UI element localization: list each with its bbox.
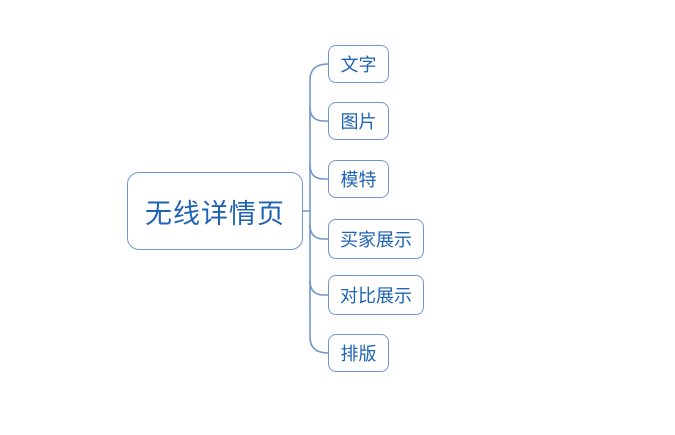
- connector-branch-3: [309, 224, 329, 240]
- child-node-buyer-display[interactable]: 买家展示: [328, 219, 424, 259]
- child-node-label: 排版: [340, 344, 377, 364]
- child-node-model[interactable]: 模特: [328, 160, 389, 198]
- child-node-image[interactable]: 图片: [328, 102, 389, 140]
- connector-branch-1: [309, 106, 329, 122]
- connector-branch-2: [309, 164, 329, 180]
- root-node[interactable]: 无线详情页: [127, 172, 303, 250]
- child-node-comparison-display[interactable]: 对比展示: [328, 275, 424, 315]
- child-node-label: 对比展示: [340, 286, 412, 306]
- child-node-label: 图片: [340, 112, 377, 132]
- root-node-label: 无线详情页: [145, 198, 285, 229]
- child-node-text[interactable]: 文字: [328, 45, 389, 83]
- child-node-label: 文字: [340, 55, 377, 75]
- child-node-label: 买家展示: [340, 230, 412, 250]
- child-node-label: 模特: [340, 170, 377, 190]
- connector-trunk: [309, 63, 329, 354]
- child-node-layout[interactable]: 排版: [328, 334, 389, 372]
- connector-branch-4: [309, 280, 329, 296]
